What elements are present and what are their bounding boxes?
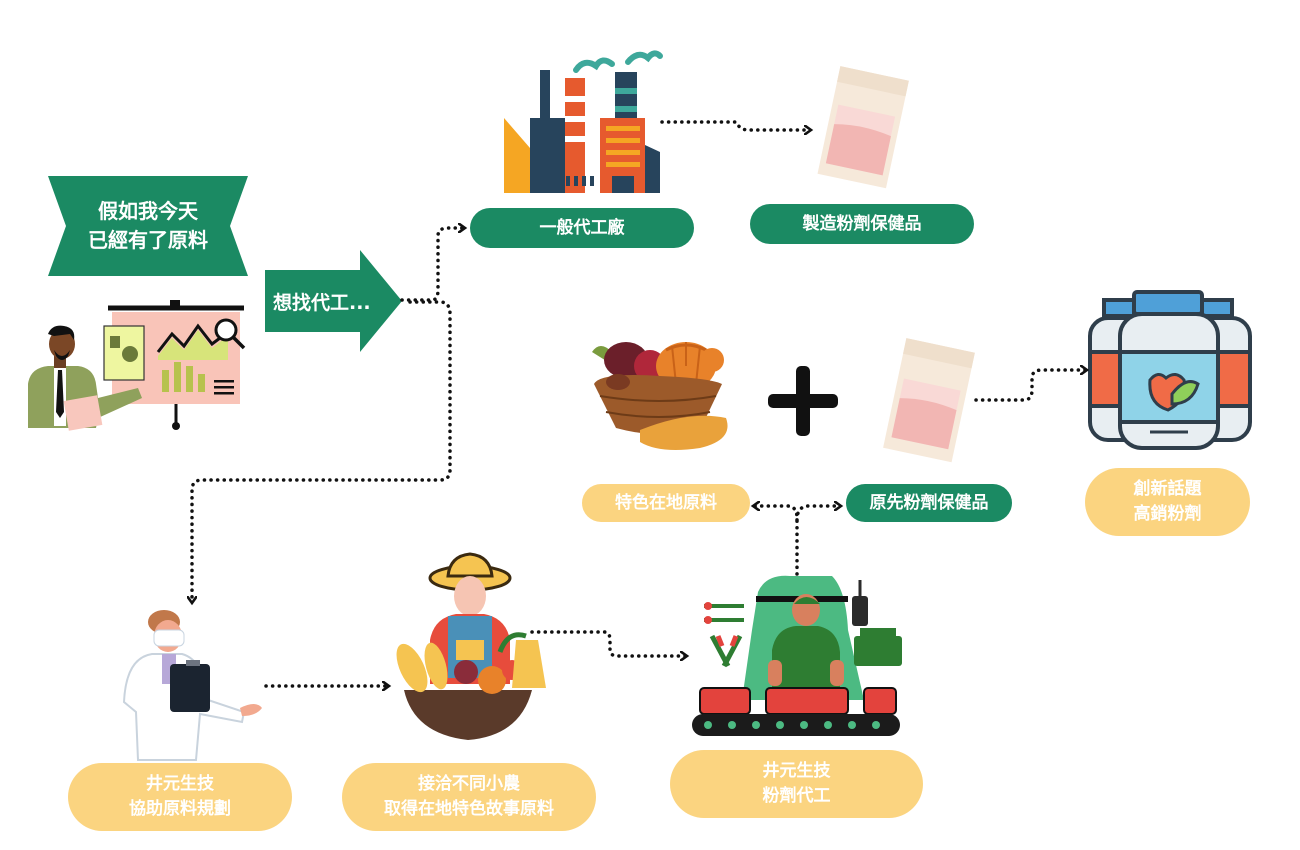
farmers-line-1: 接洽不同小農	[418, 774, 520, 795]
connector-farmer-to-production	[530, 630, 686, 656]
planning-pill: 井元生技 協助原料規劃	[68, 763, 292, 831]
factory-icon	[504, 50, 663, 193]
innovative-pill: 創新話題 高銷粉劑	[1085, 468, 1250, 536]
banner-shape	[48, 176, 248, 276]
farmers-line-2: 取得在地特色故事原料	[384, 799, 554, 819]
innovative-line-1: 創新話題	[1133, 479, 1202, 500]
production-line-icon	[692, 575, 902, 736]
local-materials-label: 特色在地原料	[615, 492, 717, 513]
banner-line-2: 已經有了原料	[88, 228, 208, 252]
local-materials-pill: 特色在地原料	[582, 484, 750, 522]
general-factory-pill: 一般代工廠	[470, 208, 694, 248]
innovative-line-2: 高銷粉劑	[1133, 504, 1202, 524]
manufacture-product-label: 製造粉劑保健品	[802, 213, 922, 234]
planning-line-2: 協助原料規劃	[129, 799, 231, 819]
doctor-icon	[122, 610, 262, 761]
connector-production-to-original	[795, 506, 840, 522]
planning-line-1: 井元生技	[146, 774, 214, 795]
original-product-label: 原先粉劑保健品	[869, 492, 989, 513]
connector-arrow-to-doctor	[192, 300, 452, 602]
manufacture-product-pill: 製造粉劑保健品	[750, 204, 974, 244]
presenter-icon	[28, 300, 246, 431]
farmers-pill: 接洽不同小農 取得在地特色故事原料	[342, 763, 596, 831]
plus-icon	[768, 366, 838, 436]
vegetable-basket-icon	[592, 342, 728, 450]
connector-arrow-to-factory	[400, 228, 464, 302]
find-oem-arrow-shape	[265, 250, 402, 352]
supplement-bottles-icon	[1088, 290, 1252, 450]
connector-factory-to-bag	[660, 120, 810, 130]
oem-pill: 井元生技 粉劑代工	[670, 750, 923, 818]
oem-line-2: 粉劑代工	[762, 786, 831, 806]
find-oem-label: 想找代工...	[273, 292, 371, 314]
original-product-pill: 原先粉劑保健品	[846, 484, 1012, 522]
banner: 假如我今天 已經有了原料	[66, 176, 230, 276]
oem-line-1: 井元生技	[762, 761, 831, 782]
connector-plus-to-bottles	[974, 370, 1086, 402]
farmer-icon	[396, 552, 546, 740]
powder-bag-middle-icon	[883, 338, 975, 463]
general-factory-label: 一般代工廠	[539, 217, 625, 238]
connector-production-to-local	[754, 506, 799, 576]
powder-bag-icon	[817, 66, 909, 189]
banner-line-1: 假如我今天	[98, 199, 198, 223]
